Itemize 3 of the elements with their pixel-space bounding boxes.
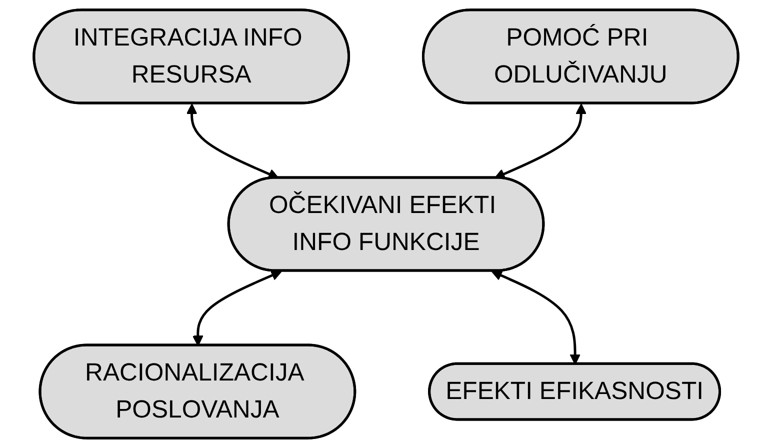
arrow [491,270,581,365]
arrow [494,104,587,180]
arrow [186,104,279,180]
